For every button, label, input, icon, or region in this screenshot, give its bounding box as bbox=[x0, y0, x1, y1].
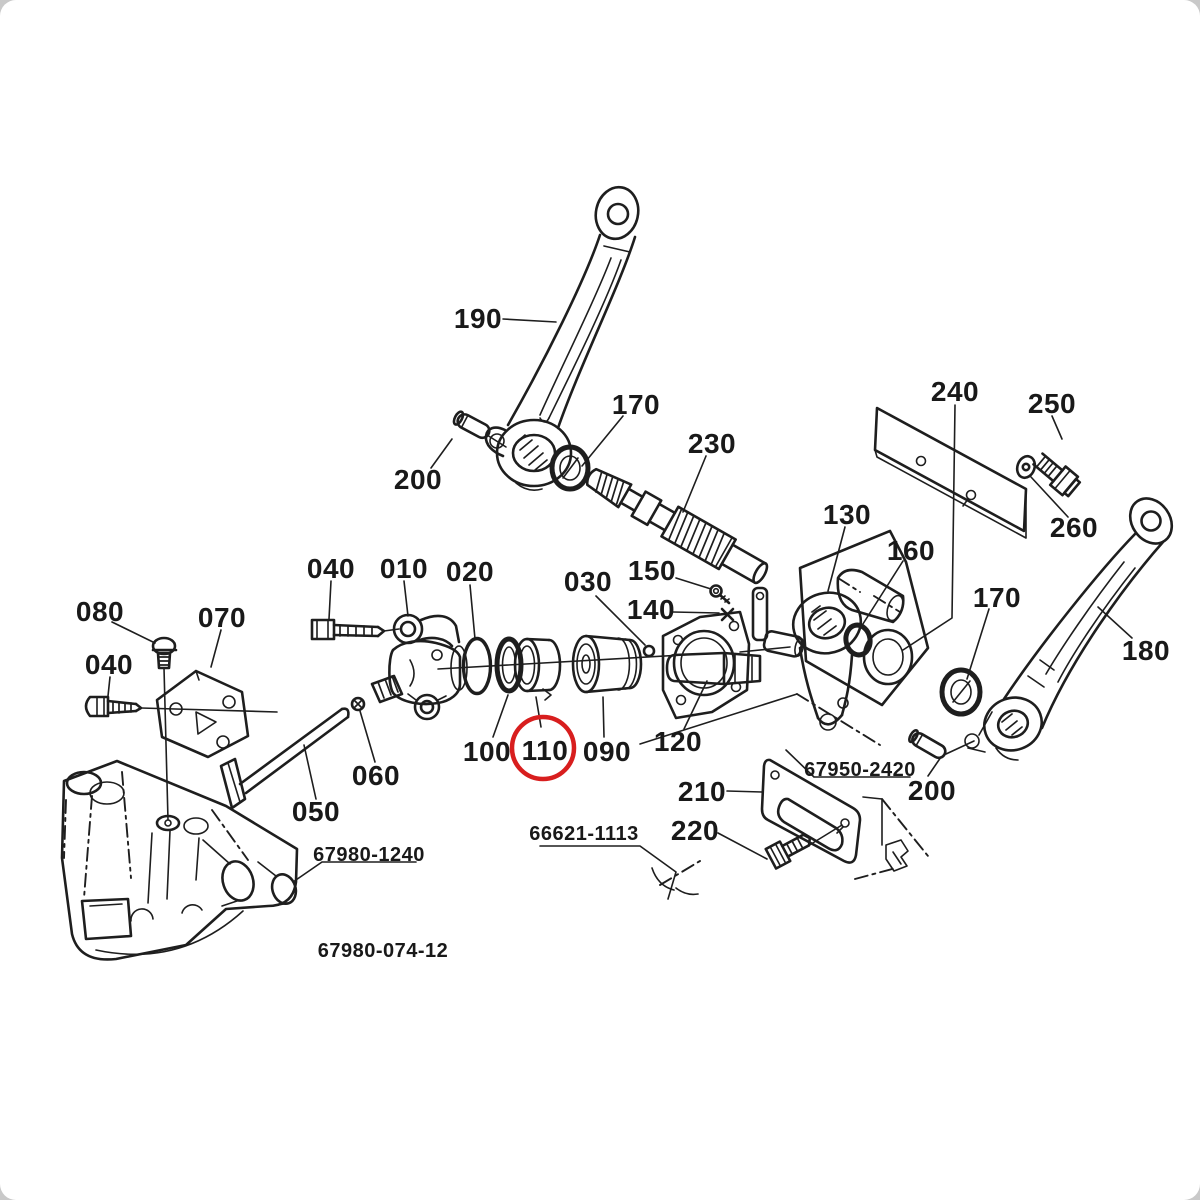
bracket-070 bbox=[155, 669, 250, 759]
callout-030: 030 bbox=[564, 566, 612, 597]
bolt-040-top bbox=[310, 618, 400, 641]
callout-040: 040 bbox=[307, 553, 355, 584]
seal-170-top bbox=[549, 444, 591, 492]
partnum-67950-2420: 67950-2420 bbox=[804, 759, 916, 781]
bolt-220 bbox=[764, 824, 843, 870]
callout-080: 080 bbox=[76, 596, 124, 627]
callout-260: 260 bbox=[1050, 512, 1098, 543]
callout-090: 090 bbox=[583, 736, 631, 767]
sleeve-110 bbox=[513, 637, 562, 701]
pin-200-right bbox=[908, 729, 975, 760]
bolt-150 bbox=[709, 584, 731, 605]
housing-assembly bbox=[60, 759, 299, 961]
flange-120 bbox=[661, 610, 762, 720]
seal-170-right bbox=[939, 667, 983, 717]
callout-160: 160 bbox=[887, 535, 935, 566]
ball-030 bbox=[642, 644, 656, 658]
ball-joint-060 bbox=[350, 696, 366, 712]
link-strap-and-pin bbox=[751, 586, 805, 658]
callout-140: 140 bbox=[627, 594, 675, 625]
leader-lines bbox=[107, 318, 1133, 900]
partnum-67980-074-12: 67980-074-12 bbox=[318, 940, 449, 962]
callout-layer: 190 200 170 230 240 250 260 130 160 170 180 150 140 0… bbox=[76, 303, 1170, 962]
callout-100: 100 bbox=[463, 736, 511, 767]
callout-250: 250 bbox=[1028, 388, 1076, 419]
bolt-040-left bbox=[84, 695, 278, 718]
highlight-circle bbox=[509, 714, 577, 782]
callout-180: 180 bbox=[1122, 635, 1170, 666]
arm-130 bbox=[791, 568, 905, 731]
callout-020: 020 bbox=[446, 556, 494, 587]
callout-200: 200 bbox=[394, 464, 442, 495]
partnum-66621-1113: 66621-1113 bbox=[529, 823, 639, 845]
callout-050: 050 bbox=[292, 796, 340, 827]
bore-ring bbox=[862, 628, 914, 686]
shaft-230 bbox=[585, 467, 769, 585]
lever-190 bbox=[484, 185, 640, 491]
callout-170: 170 bbox=[612, 389, 660, 420]
callout-220: 220 bbox=[671, 815, 719, 846]
washer-260 bbox=[1015, 454, 1037, 480]
callout-210: 210 bbox=[678, 776, 726, 807]
callout-120: 120 bbox=[654, 726, 702, 757]
piston-090 bbox=[571, 634, 643, 694]
callout-240: 240 bbox=[931, 376, 979, 407]
callout-110: 110 bbox=[522, 735, 569, 766]
callout-190: 190 bbox=[454, 303, 502, 334]
bolt-250 bbox=[1032, 452, 1082, 498]
callout-150: 150 bbox=[628, 555, 676, 586]
case-outline bbox=[639, 693, 929, 896]
pin-200-top bbox=[452, 410, 507, 448]
plate-240 bbox=[873, 406, 1028, 539]
callout-200: 200 bbox=[908, 775, 956, 806]
callout-010: 010 bbox=[380, 553, 428, 584]
callout-130: 130 bbox=[823, 499, 871, 530]
partnum-67980-1240: 67980-1240 bbox=[313, 844, 425, 866]
plug-080 bbox=[151, 636, 178, 821]
valve-body-010 bbox=[370, 613, 468, 721]
callout-040: 040 bbox=[85, 649, 133, 680]
callout-170: 170 bbox=[973, 582, 1021, 613]
callout-060: 060 bbox=[352, 760, 400, 791]
callout-070: 070 bbox=[198, 602, 246, 633]
rod-050 bbox=[219, 707, 350, 810]
o-ring-020 bbox=[461, 636, 493, 696]
callout-230: 230 bbox=[688, 428, 736, 459]
lever-180 bbox=[964, 497, 1174, 761]
gasket-210 bbox=[760, 758, 862, 864]
